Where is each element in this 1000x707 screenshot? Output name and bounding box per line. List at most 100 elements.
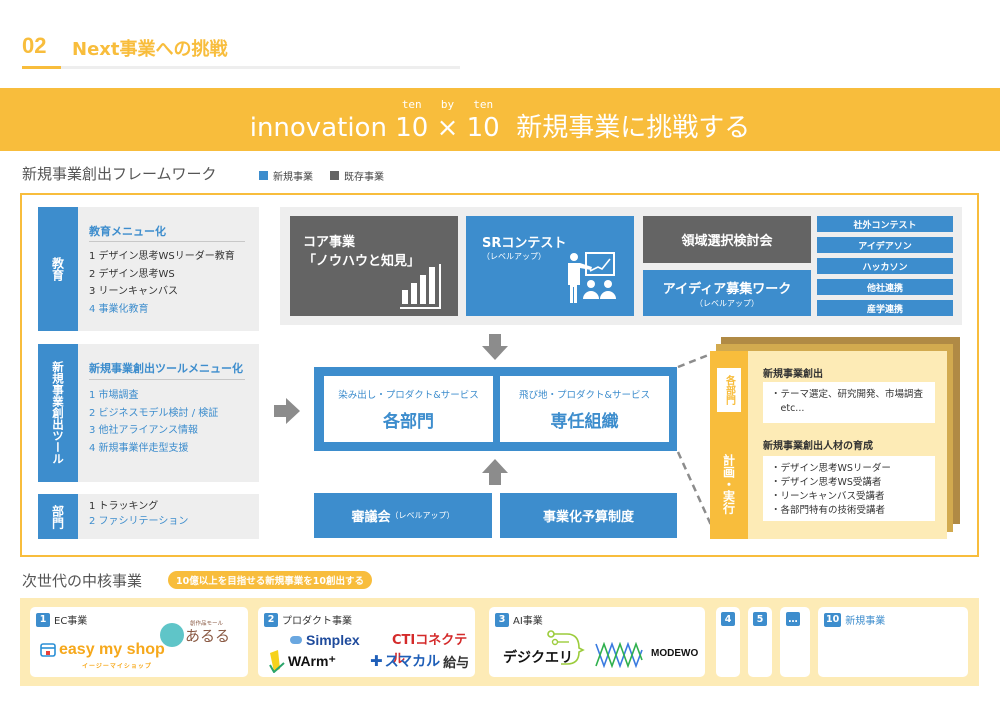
card-item: ・デザイン思考WSリーダー (771, 463, 891, 474)
bar-chart-icon (400, 264, 441, 309)
title-underline-accent (22, 66, 61, 69)
business-number-badge: 5 (753, 612, 767, 626)
down-arrow-icon (482, 334, 508, 360)
partner-collab-button: 他社連携 (817, 279, 953, 295)
business-card-ai: 3 AI事業 デジクエリ MODEWO (489, 607, 705, 677)
title-underline (22, 66, 460, 69)
section-number: 02 (22, 33, 47, 58)
innovation-banner (0, 88, 1000, 151)
dedicated-org-cell: 飛び地・プロダクト&サービス 専任組織 (500, 376, 669, 442)
dedicated-org-sub: 飛び地・プロダクト&サービス (519, 389, 650, 401)
banner-times: by × (436, 98, 459, 143)
easy-my-shop-text: easy my shop (59, 641, 165, 658)
council-box: 審議会（レベルアップ） (314, 493, 492, 538)
easy-my-shop-kana: イージーマイショップ (82, 663, 152, 670)
business-label: プロダクト事業 (282, 616, 352, 627)
business-number-badge: … (786, 612, 800, 626)
business-card-ellipsis: … (780, 607, 810, 677)
banner-headline: innovation ten 10 by × ten 10 新規事業に挑戦する (0, 98, 1000, 144)
department-tag: 部門 (38, 494, 78, 539)
card-section1-heading: 新規事業創出 (763, 369, 823, 380)
card-section1-box: ・テーマ選定、研究開発、市場調査 etc... (763, 382, 935, 423)
menu-item: 3 リーンキャンバス (89, 286, 179, 297)
number-ten-2: 10 (466, 113, 500, 143)
legend-swatch-gray (330, 171, 339, 180)
business-card-5: 5 (748, 607, 772, 677)
card-item: ・リーンキャンバス受講者 (771, 491, 885, 502)
budget-system-box: 事業化予算制度 (500, 493, 677, 538)
times-symbol: × (436, 113, 459, 143)
menu-item: 4 事業化教育 (89, 303, 149, 315)
each-department-title: 各部門 (383, 411, 434, 432)
tools-menu-heading: 新規事業創出ツールメニュー化 (89, 362, 243, 375)
education-menu-heading: 教育メニュー化 (89, 225, 166, 238)
each-department-cell: 染み出し・プロダクト&サービス 各部門 (324, 376, 493, 442)
card-item: ・デザイン思考WS受講者 (771, 477, 882, 488)
banner-ten-2: ten 10 (466, 98, 500, 143)
legend-label: 新規事業 (273, 172, 313, 183)
business-card-ec: 1 EC事業 easy my shop イージーマイショップ 創作品モール ある… (30, 607, 248, 677)
simplex-logo: Simplex (290, 632, 360, 648)
aruru-logo-text: あるる (185, 627, 231, 645)
education-menu-list: 1 デザイン思考WSリーダー教育 2 デザイン思考WS 3 リーンキャンバス 4… (89, 248, 235, 318)
banner-suffix: 新規事業に挑戦する (516, 113, 751, 143)
zigzag-logo-icon (595, 642, 643, 668)
banner-prefix: innovation (249, 113, 387, 143)
each-department-sub: 染み出し・プロダクト&サービス (338, 389, 479, 401)
up-arrow-icon (482, 459, 508, 485)
plus-icon: ✚ (370, 652, 383, 670)
ruby-ten-1: ten (401, 98, 422, 111)
simplex-text: Simplex (306, 632, 360, 648)
core-line1: コア事業 (303, 235, 356, 250)
framework-title: 新規事業創出フレームワーク (22, 165, 217, 183)
education-tag: 教育 (38, 207, 78, 331)
sr-contest-box: SRコンテスト （レベルアップ） (466, 216, 634, 316)
idea-work-box: アイディア募集ワーク （レベルアップ） (643, 270, 811, 316)
digiqueri-circuit-icon (547, 630, 585, 665)
core-business-box: コア事業 「ノウハウと知見」 (290, 216, 458, 316)
salary-text: 給与 (443, 655, 470, 671)
card-item: etc... (771, 403, 805, 414)
next-core-title: 次世代の中核事業 (22, 572, 143, 590)
legend-swatch-blue (259, 171, 268, 180)
ruby-ten-2: ten (473, 98, 494, 111)
legend-label: 既存事業 (344, 172, 384, 183)
ideathon-button: アイデアソン (817, 237, 953, 253)
card-item: ・各部門特有の技術受講者 (771, 505, 886, 516)
dedicated-org-title: 専任組織 (550, 411, 619, 432)
smakaru-logo: ✚ スマカル 給与 (370, 651, 469, 671)
card-side-top-label: 各部門 (717, 368, 741, 412)
banner-ten-1: ten 10 (395, 98, 429, 143)
menu-item: 1 トラッキング (89, 501, 159, 512)
cti-connectel-logo: CTIコネクテル (392, 633, 468, 667)
card-item: ・テーマ選定、研究開発、市場調査 (771, 389, 924, 400)
business-number-badge: 1 (36, 612, 50, 627)
warm-icon (269, 650, 285, 673)
number-ten-1: 10 (395, 113, 429, 143)
ruby-by: by (440, 98, 455, 111)
business-label: 新規事業 (845, 616, 886, 627)
menu-item: 2 ファシリテーション (89, 516, 189, 527)
core-line2: 「ノウハウと知見」 (303, 254, 421, 269)
business-number-badge: 4 (721, 612, 735, 626)
sr-contest-sub: （レベルアップ） (482, 252, 546, 261)
hackathon-button: ハッカソン (817, 258, 953, 274)
business-card-product: 2 プロダクト事業 Simplex CTIコネクテル WArm⁺ ✚ スマカル … (258, 607, 475, 677)
smakaru-text: スマカル (384, 654, 441, 670)
page-title: Next事業への挑戦 (72, 39, 228, 60)
menu-item: 1 デザイン思考WSリーダー教育 (89, 251, 235, 262)
menu-item: 2 デザイン思考WS (89, 268, 175, 280)
divider (89, 241, 245, 242)
business-number-badge: 2 (264, 612, 278, 627)
menu-item: 1 市場調査 (89, 390, 139, 401)
easy-my-shop-logo: easy my shop (40, 641, 165, 659)
domain-review-box: 領域選択検討会 (643, 216, 811, 263)
divider (89, 379, 245, 380)
tools-tag: 新規事業創出ツール (38, 344, 78, 482)
business-number-badge: 10 (824, 612, 842, 627)
department-menu-list: 1 トラッキング 2 ファシリテーション (89, 499, 188, 529)
tools-menu-list: 1 市場調査 2 ビジネスモデル検討 / 検証 3 他社アライアンス情報 4 新… (89, 387, 218, 457)
idea-work-title: アイディア募集ワーク (662, 281, 792, 297)
menu-item: 3 他社アライアンス情報 (89, 425, 198, 436)
menu-item: 2 ビジネスモデル検討 / 検証 (89, 407, 219, 419)
